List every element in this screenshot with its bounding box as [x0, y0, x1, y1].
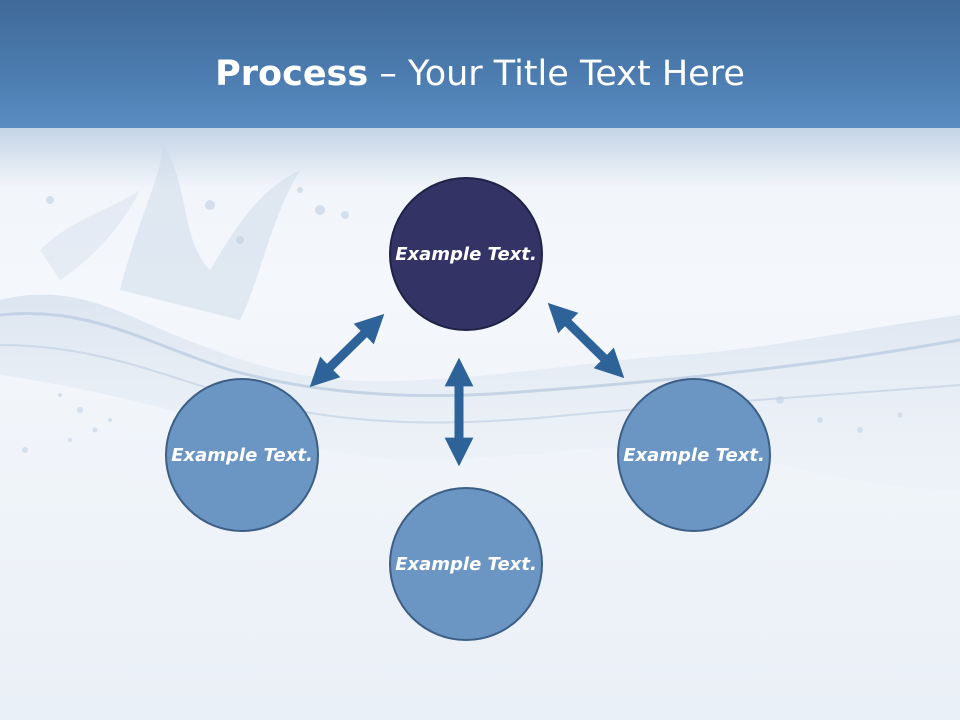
title-bar	[0, 0, 960, 128]
process-node-right: Example Text.	[617, 378, 771, 532]
process-node-top: Example Text.	[389, 177, 543, 331]
process-node-label: Example Text.	[395, 553, 537, 575]
double-arrow-icon	[309, 313, 385, 388]
double-arrow-icon	[547, 302, 625, 379]
process-node-label: Example Text.	[171, 444, 313, 466]
process-node-bottom: Example Text.	[389, 487, 543, 641]
process-node-label: Example Text.	[395, 243, 537, 265]
process-node-label: Example Text.	[623, 444, 765, 466]
process-node-left: Example Text.	[165, 378, 319, 532]
slide-title-bold: Process	[215, 54, 369, 94]
slide-title: Process – Your Title Text Here	[0, 52, 960, 96]
slide-title-rest: – Your Title Text Here	[368, 54, 745, 94]
